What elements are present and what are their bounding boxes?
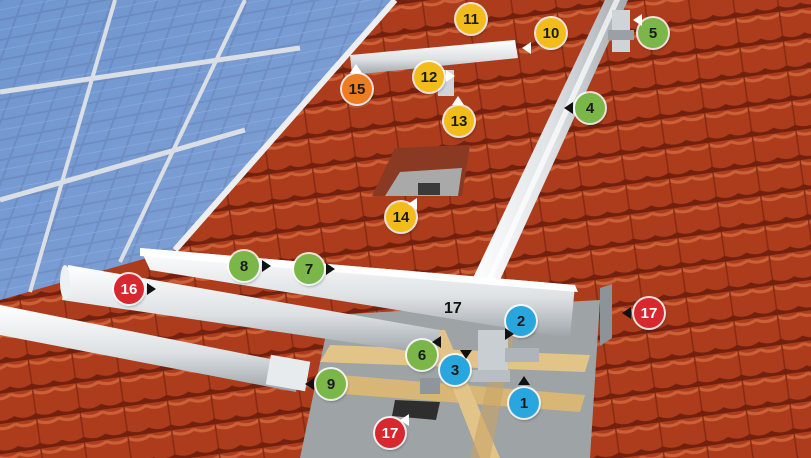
callout-9[interactable]: 9 <box>316 369 346 399</box>
pointer-2 <box>505 328 514 340</box>
pointer-6 <box>432 336 441 348</box>
callout-10[interactable]: 10 <box>536 18 566 48</box>
callout-8[interactable]: 8 <box>229 251 259 281</box>
callout-11[interactable]: 11 <box>456 4 486 34</box>
callout-17-right[interactable]: 17 <box>634 298 664 328</box>
callout-5[interactable]: 5 <box>638 18 668 48</box>
pointer-1 <box>518 376 530 385</box>
label-seventeen-plain: 17 <box>444 300 462 318</box>
callout-12[interactable]: 12 <box>414 62 444 92</box>
callout-13[interactable]: 13 <box>444 106 474 136</box>
callout-4[interactable]: 4 <box>575 93 605 123</box>
pointer-13 <box>452 96 464 105</box>
pointer-16 <box>147 283 156 295</box>
pointer-5 <box>633 14 642 26</box>
callout-3[interactable]: 3 <box>440 355 470 385</box>
pointer-8 <box>262 260 271 272</box>
callout-1[interactable]: 1 <box>509 388 539 418</box>
end-plate <box>600 284 612 346</box>
callout-15[interactable]: 15 <box>342 74 372 104</box>
pointer-4 <box>564 102 573 114</box>
pointer-7 <box>326 263 335 275</box>
pointer-14 <box>408 198 417 210</box>
pointer-9 <box>305 378 314 390</box>
callout-16[interactable]: 16 <box>114 274 144 304</box>
pointer-12 <box>446 70 455 82</box>
pointer-17-right <box>622 307 631 319</box>
pointer-17-bottom <box>400 414 409 426</box>
pointer-15 <box>350 64 362 73</box>
pointer-3 <box>460 350 472 359</box>
callout-7[interactable]: 7 <box>294 254 324 284</box>
pointer-10 <box>522 42 531 54</box>
